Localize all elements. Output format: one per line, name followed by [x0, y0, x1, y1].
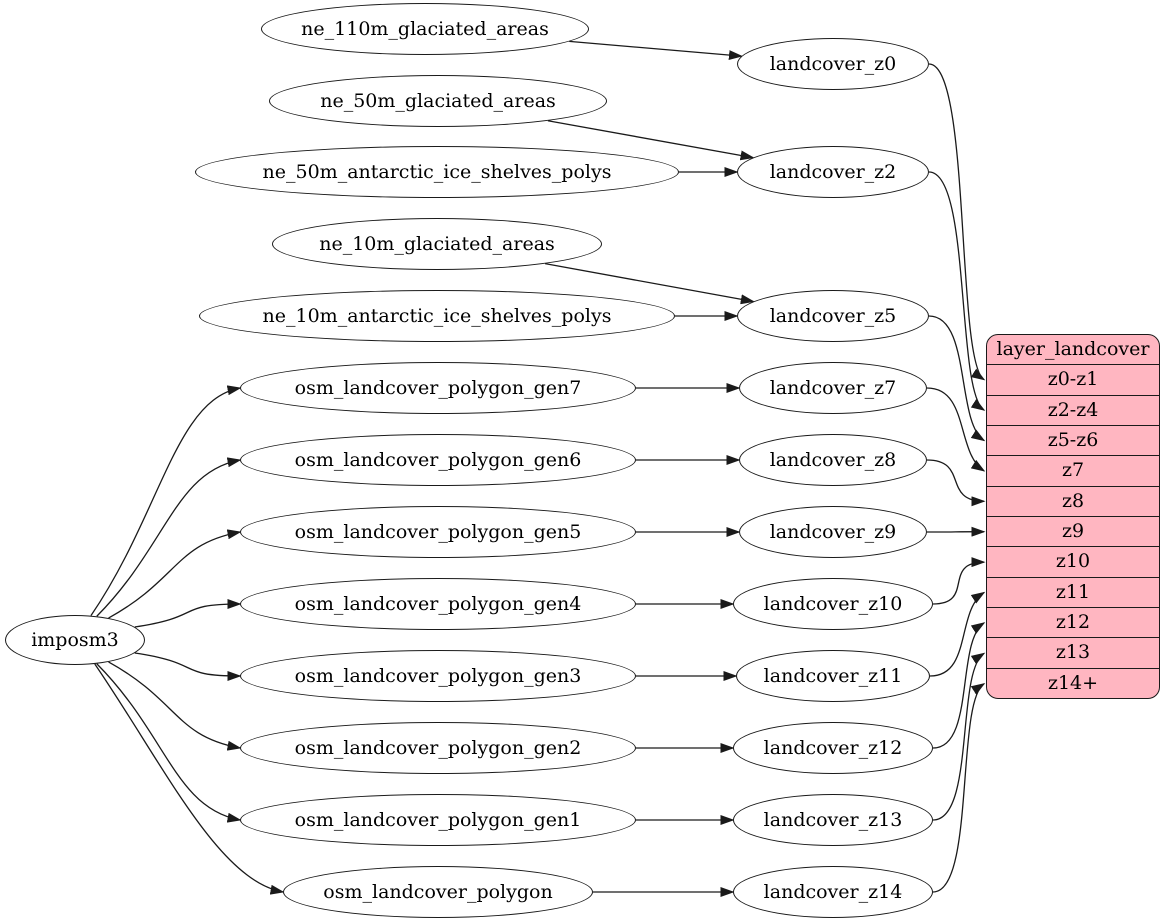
edge: [932, 652, 986, 821]
record-row-z13: z13: [987, 637, 1159, 667]
node-landcover-z5: landcover_z5: [737, 290, 929, 342]
record-row-z14+: z14+: [987, 667, 1159, 698]
edge: [108, 529, 242, 619]
node-landcover-z14: landcover_z14: [733, 866, 933, 918]
edge: [926, 387, 986, 472]
node-osm-landcover-polygon-gen7: osm_landcover_polygon_gen7: [240, 362, 636, 414]
edge: [569, 40, 743, 61]
node-landcover-z13: landcover_z13: [733, 794, 933, 846]
edge: [928, 63, 986, 381]
edge: [932, 682, 986, 893]
record-row-z0-z1: z0-z1: [987, 364, 1159, 394]
record-row-z10: z10: [987, 546, 1159, 576]
record-row-z8: z8: [987, 485, 1159, 516]
edge: [932, 557, 986, 605]
edge: [932, 622, 986, 749]
node-osm-landcover-polygon-gen4: osm_landcover_polygon_gen4: [240, 578, 636, 630]
edge: [134, 652, 242, 681]
node-imposm3: imposm3: [5, 615, 145, 665]
node-osm-landcover-polygon-gen1: osm_landcover_polygon_gen1: [240, 794, 636, 846]
node-ne-50m-antarctic-ice-shelves-polys: ne_50m_antarctic_ice_shelves_polys: [195, 146, 679, 198]
node-landcover-z0: landcover_z0: [737, 38, 929, 90]
node-ne-110m-glaciated-areas: ne_110m_glaciated_areas: [261, 3, 589, 55]
edge: [929, 591, 986, 677]
node-ne-50m-glaciated-areas: ne_50m_glaciated_areas: [269, 75, 607, 127]
node-osm-landcover-polygon-gen5: osm_landcover_polygon_gen5: [240, 506, 636, 558]
node-ne-10m-antarctic-ice-shelves-polys: ne_10m_antarctic_ice_shelves_polys: [199, 290, 675, 342]
record-row-z12: z12: [987, 606, 1159, 637]
edge: [547, 120, 755, 161]
edge: [96, 663, 242, 823]
record-row-z5-z6: z5-z6: [987, 424, 1159, 455]
node-ne-10m-glaciated-areas: ne_10m_glaciated_areas: [272, 218, 602, 270]
node-osm-landcover-polygon-gen3: osm_landcover_polygon_gen3: [240, 650, 636, 702]
record-row-z9: z9: [987, 515, 1159, 546]
edge: [928, 315, 986, 442]
node-landcover-z10: landcover_z10: [733, 578, 933, 630]
node-landcover-z8: landcover_z8: [739, 434, 927, 486]
record-row-z7: z7: [987, 455, 1159, 485]
node-landcover-z9: landcover_z9: [739, 506, 927, 558]
edge: [926, 459, 986, 507]
node-landcover-z12: landcover_z12: [733, 722, 933, 774]
edge: [544, 263, 755, 305]
edge: [90, 385, 242, 617]
node-landcover-z7: landcover_z7: [739, 362, 927, 414]
record-row-z2-z4: z2-z4: [987, 394, 1159, 425]
node-osm-landcover-polygon-gen6: osm_landcover_polygon_gen6: [240, 434, 636, 486]
edge: [94, 663, 285, 895]
node-landcover-z11: landcover_z11: [736, 650, 930, 702]
node-landcover-z2: landcover_z2: [737, 146, 929, 198]
node-osm-landcover-polygon-gen2: osm_landcover_polygon_gen2: [240, 722, 636, 774]
edge: [134, 599, 242, 628]
node-osm-landcover-polygon: osm_landcover_polygon: [283, 866, 593, 918]
edge: [96, 457, 242, 617]
edge: [928, 171, 986, 411]
record-title: layer_landcover: [996, 338, 1150, 361]
record-row-z11: z11: [987, 576, 1159, 607]
edge: [108, 661, 242, 751]
